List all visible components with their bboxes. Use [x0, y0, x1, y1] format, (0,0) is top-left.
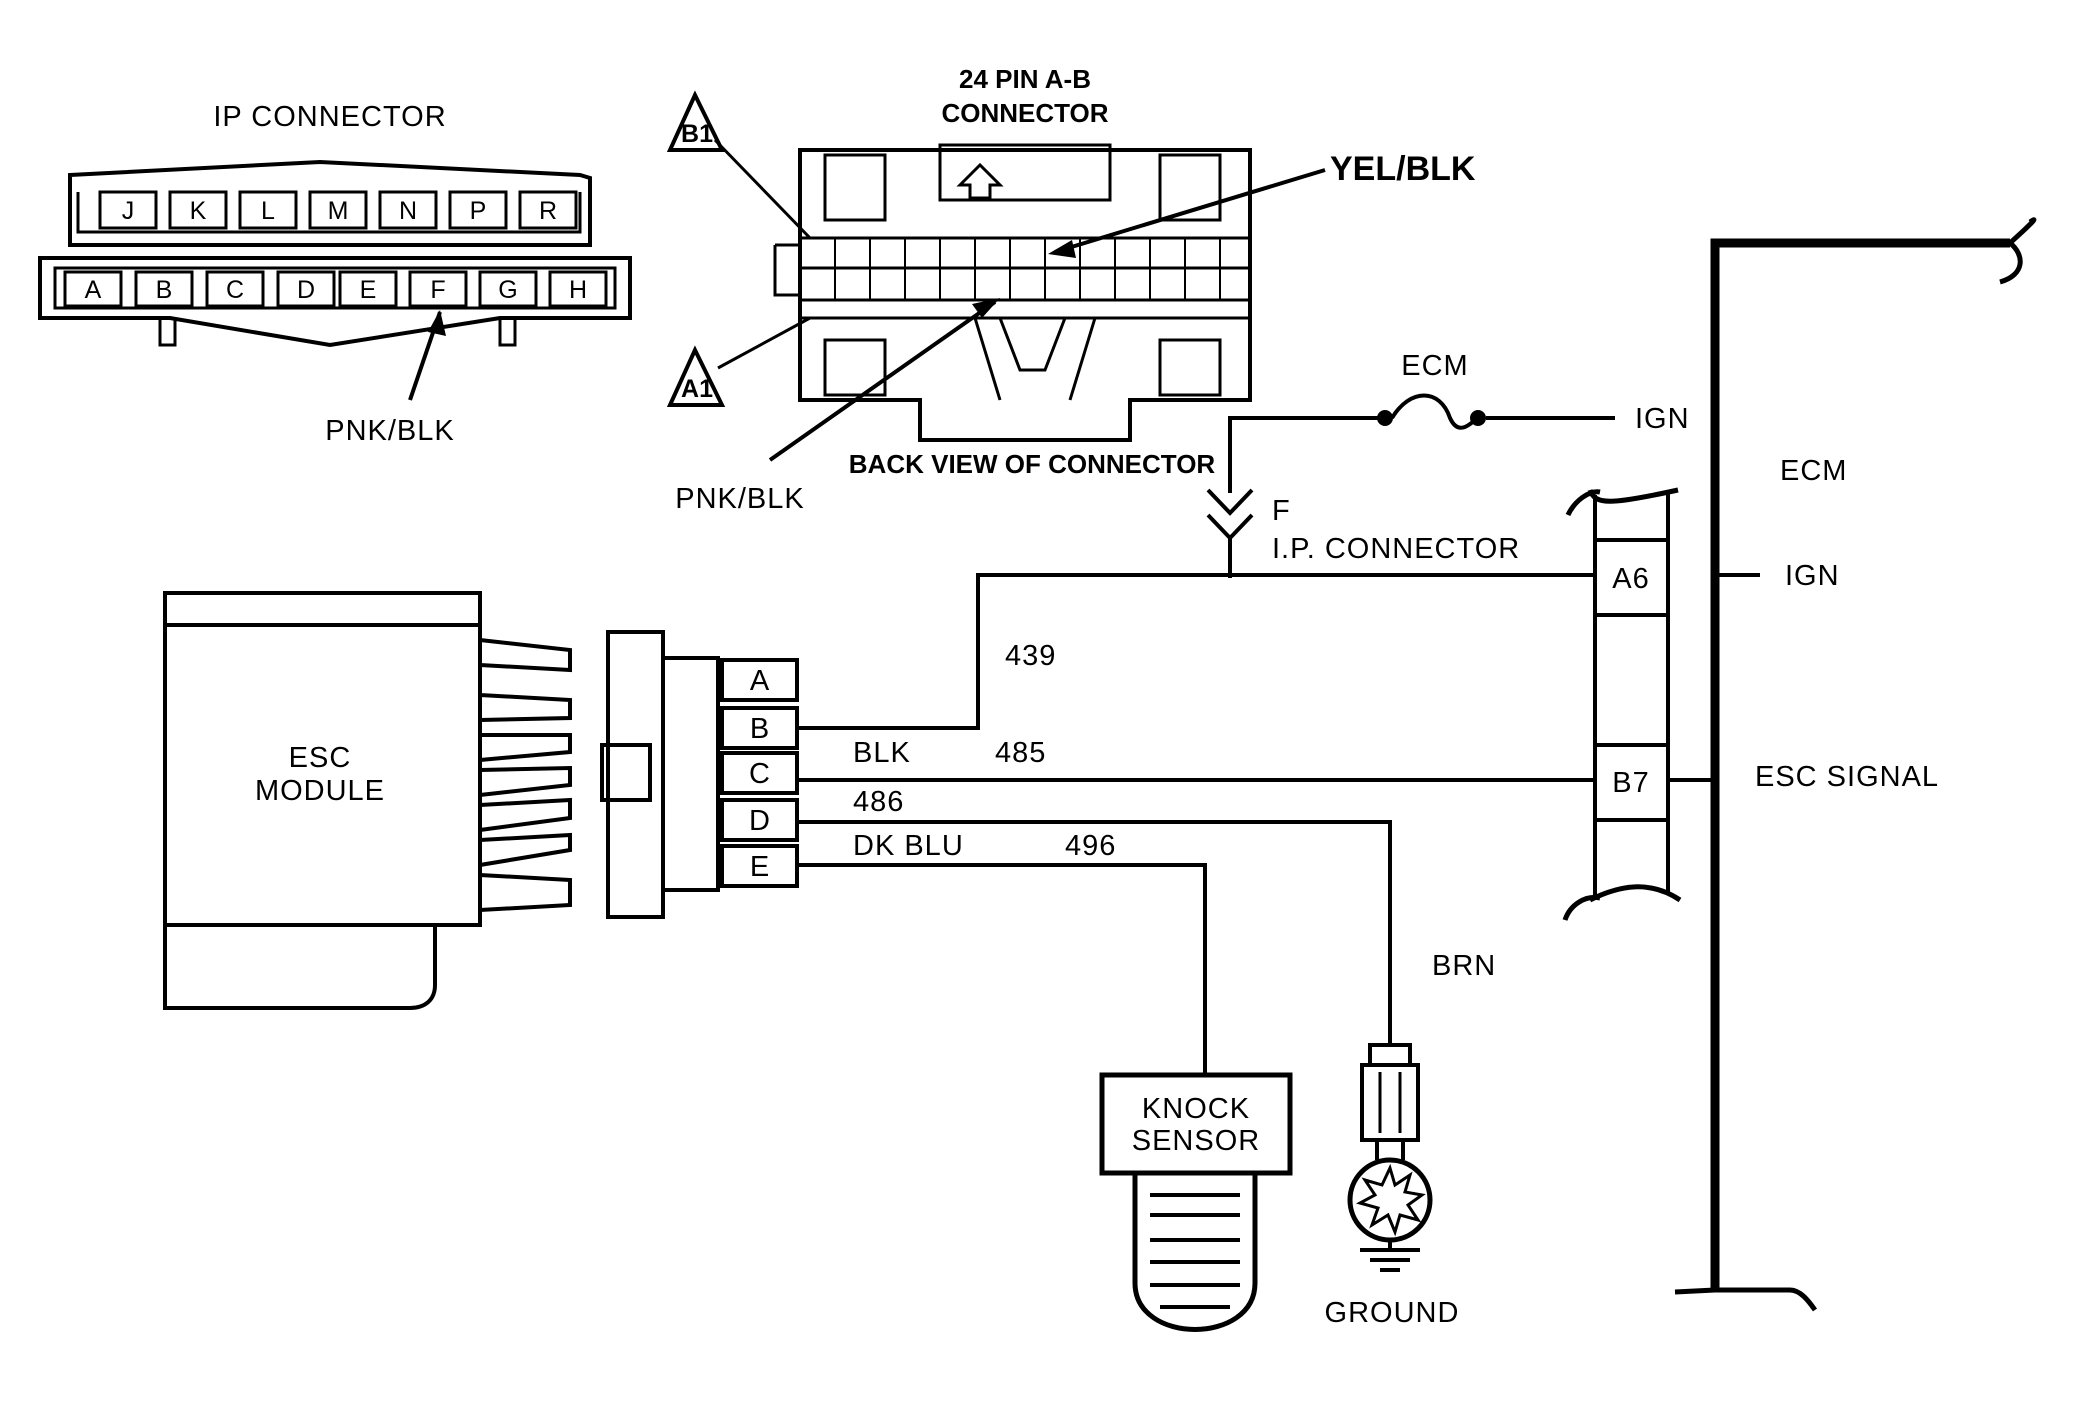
wire-496-label: 496	[1065, 830, 1116, 862]
ip-pin-a: A	[85, 276, 102, 304]
fuse-icon	[1390, 393, 1479, 430]
ecm-label: ECM	[1780, 455, 1847, 487]
ecm: ECM IGN ESC SIGNAL A6 B7	[1562, 217, 2037, 1312]
ip-pin-k: K	[190, 197, 207, 225]
ip-pin-m: M	[328, 197, 349, 225]
ip-pin-c: C	[226, 276, 244, 304]
ab-connector-title-1: 24 PIN A-B	[959, 64, 1091, 94]
ip-pin-l: L	[261, 197, 275, 225]
wire-485-label: 485	[995, 737, 1046, 769]
fuse-circuit: ECM IGN F I.P. CONNECTOR	[1206, 350, 1690, 578]
esc-module-line1: ESC	[289, 742, 352, 774]
ground-label: GROUND	[1325, 1297, 1460, 1329]
wire-blk-label: BLK	[853, 737, 911, 769]
ip-pin-n: N	[399, 197, 417, 225]
knock-sensor-line1: KNOCK	[1142, 1093, 1250, 1125]
ab-connector-title-2: CONNECTOR	[941, 98, 1108, 128]
ip-pin-e: E	[360, 276, 377, 304]
esc-pin-c: C	[749, 758, 771, 790]
ground-terminal: GROUND	[1325, 1043, 1460, 1329]
fuse-label: ECM	[1401, 350, 1468, 382]
yel-blk-label: YEL/BLK	[1330, 150, 1476, 188]
fuse-terminal-left	[1377, 410, 1393, 426]
ip-connector-title: IP CONNECTOR	[213, 101, 446, 133]
esc-pin-b: B	[750, 713, 770, 745]
esc-module-body	[163, 591, 482, 1010]
wire-brn-label: BRN	[1432, 950, 1496, 982]
marker-a1: A1	[681, 375, 713, 403]
ecm-housing	[1710, 238, 2010, 1290]
ip-pin-j: J	[122, 197, 135, 225]
ecm-ign-label: IGN	[1785, 560, 1840, 592]
back-view-label: BACK VIEW OF CONNECTOR	[849, 449, 1216, 479]
ip-pin-d: D	[297, 276, 315, 304]
ecm-pin-a6: A6	[1612, 563, 1649, 595]
ecm-pin-b7: B7	[1612, 767, 1649, 799]
ip-pin-p: P	[470, 197, 487, 225]
ip-pin-r: R	[539, 197, 557, 225]
esc-signal-label: ESC SIGNAL	[1755, 761, 1939, 793]
ab-pin-rows	[800, 236, 1250, 320]
ip-pin-h: H	[569, 276, 587, 304]
fuse-ign-label: IGN	[1635, 403, 1690, 435]
ip-pin-b: B	[156, 276, 173, 304]
wires: 439 BLK 485 486 BRN DK BLU 496	[797, 573, 1595, 1075]
wire-439-label: 439	[1005, 640, 1056, 672]
ab-connector: 24 PIN A-B CONNECTOR B1 A1 YEL/BLK	[666, 64, 1476, 515]
ip-pointer-label: PNK/BLK	[325, 415, 455, 447]
ip-terminal-icon	[1206, 488, 1254, 541]
ip-pin-g: G	[498, 276, 517, 304]
fuse-terminal-right	[1470, 410, 1486, 426]
wire-dkblu-label: DK BLU	[853, 830, 964, 862]
wire-439	[797, 573, 1595, 730]
esc-module-line2: MODULE	[255, 775, 385, 807]
esc-pin-a: A	[750, 665, 770, 697]
ip-terminal-label: I.P. CONNECTOR	[1272, 533, 1520, 565]
knock-sensor-thread	[1132, 1173, 1258, 1332]
ab-pnk-label: PNK/BLK	[675, 483, 805, 515]
knock-sensor: KNOCK SENSOR	[1099, 1072, 1293, 1332]
esc-pin-d: D	[749, 805, 771, 837]
ground-icon	[1360, 1240, 1420, 1272]
wire-496	[797, 863, 1207, 1075]
wire-486-label: 486	[853, 786, 904, 818]
ip-bottom-pin-row: A B C D E F G H	[63, 270, 608, 308]
wire-486	[797, 820, 1392, 1045]
esc-pin-e: E	[750, 851, 770, 883]
esc-pin-block: A B C D E	[720, 658, 799, 888]
esc-module: ESC MODULE A B C D E	[163, 591, 799, 1010]
knock-sensor-line2: SENSOR	[1132, 1125, 1260, 1157]
ip-terminal-pin: F	[1272, 495, 1291, 527]
ground-connector	[1368, 1043, 1412, 1067]
ip-connector: IP CONNECTOR J K L M N P R	[38, 101, 632, 447]
marker-b1: B1	[681, 120, 713, 148]
ip-pin-f: F	[430, 276, 445, 304]
ip-top-pin-row: J K L M N P R	[98, 190, 578, 230]
